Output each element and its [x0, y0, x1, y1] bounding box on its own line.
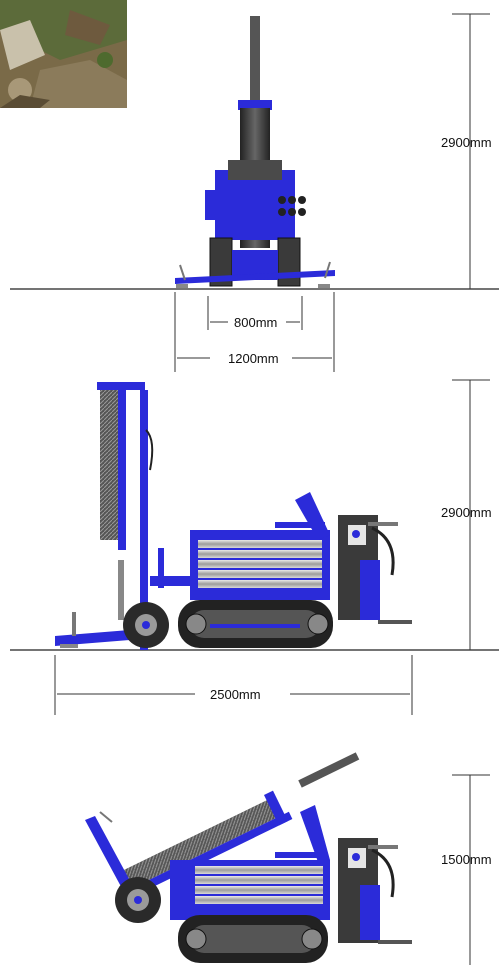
- outrigger-beam: [175, 270, 335, 284]
- drill-rod: [250, 16, 260, 106]
- rod-rack: [198, 540, 322, 588]
- rod-rack: [195, 866, 323, 904]
- hydraulic-valves: [278, 196, 306, 216]
- track-width-label: 800mm: [234, 315, 277, 330]
- side-view: [10, 379, 499, 715]
- ground-rock-photo: [0, 0, 127, 108]
- front-view: [10, 13, 499, 290]
- side-height-label: 2900mm: [441, 505, 492, 520]
- outrigger-width-label: 1200mm: [228, 351, 279, 366]
- mast: [118, 798, 280, 891]
- front-height-label: 2900mm: [441, 135, 492, 150]
- right-track: [277, 237, 301, 287]
- transport-view: [85, 752, 490, 965]
- length-label: 2500mm: [210, 687, 261, 702]
- transport-height-label: 1500mm: [441, 852, 492, 867]
- front-width-dimensions: [174, 292, 335, 372]
- mast: [100, 390, 118, 540]
